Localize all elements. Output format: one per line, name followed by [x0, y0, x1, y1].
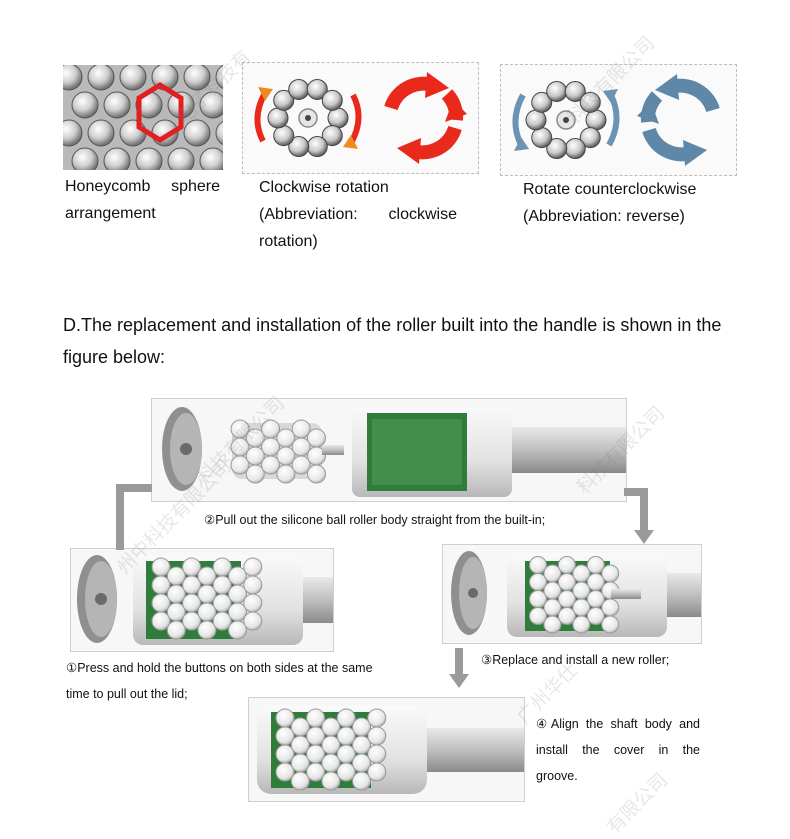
step4-image — [248, 697, 525, 802]
honeycomb-caption: Honeycomb sphere arrangement — [65, 178, 220, 222]
flow-arrow-2-tail — [624, 488, 648, 496]
flow-arrow-1-tail — [116, 484, 152, 492]
clockwise-caption-line1: Clockwise rotation — [259, 179, 389, 196]
flow-arrow-3-head — [449, 674, 469, 688]
flow-arrow-2-stem — [640, 488, 648, 532]
clockwise-caption: Clockwise rotation (Abbreviation: clockw… — [259, 174, 457, 255]
section-heading: D.The replacement and installation of th… — [63, 315, 722, 367]
clockwise-caption-line2: (Abbreviation: clockwise rotation) — [259, 206, 457, 250]
honeycomb-image — [55, 63, 259, 175]
step2-image — [151, 398, 627, 502]
reverse-caption-line2: (Abbreviation: reverse) — [523, 208, 685, 225]
clockwise-rotation-icon — [254, 72, 467, 164]
honeycomb-sphere-icon — [55, 63, 259, 175]
step3-image — [442, 544, 702, 644]
counterclockwise-rotation-icon — [512, 74, 720, 166]
clockwise-panel — [242, 62, 479, 174]
flow-arrow-2-head — [634, 530, 654, 544]
step1-text: ①Press and hold the buttons on both side… — [66, 661, 373, 701]
counterclockwise-panel — [500, 64, 737, 176]
flow-arrow-1-stem — [116, 484, 124, 550]
step3-text: ③Replace and install a new roller; — [481, 653, 670, 667]
step4-text: ④Align the shaft body and install the co… — [536, 717, 700, 783]
flow-arrow-3-stem — [455, 648, 463, 674]
step1-image — [70, 548, 334, 652]
reverse-caption-line1: Rotate counterclockwise — [523, 181, 697, 198]
reverse-caption: Rotate counterclockwise (Abbreviation: r… — [523, 176, 703, 230]
step2-text: ②Pull out the silicone ball roller body … — [204, 513, 546, 527]
